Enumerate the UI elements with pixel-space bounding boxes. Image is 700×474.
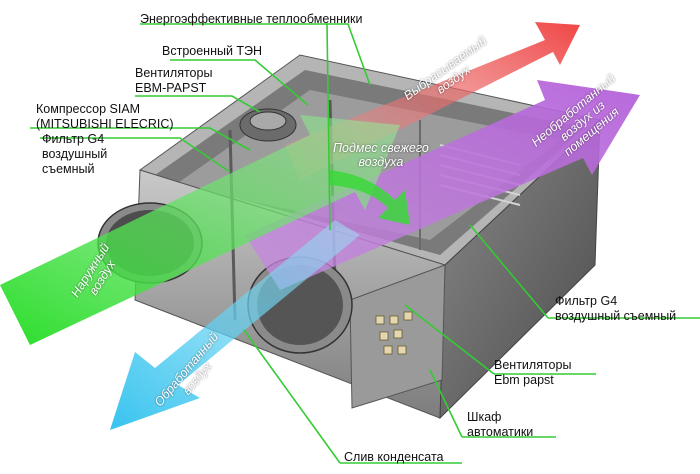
label-heat-exchangers: Энергоэффективные теплообменники xyxy=(140,12,363,26)
label-fans-top: Вентиляторы EBM-PAPST xyxy=(135,66,213,95)
label-heater: Встроенный ТЭН xyxy=(162,44,263,58)
label-filter-right: Фильтр G4 воздушный съемный xyxy=(555,294,677,323)
leader-lines xyxy=(30,23,700,464)
label-compressor: Компрессор SIAM (MITSUBISHI ELECRIC) xyxy=(36,102,174,131)
label-condensate-drain: Слив конденсата xyxy=(344,450,444,464)
flow-label-fresh-air-mix: Подмес свежего воздуха xyxy=(333,141,429,169)
outdoor-air-arrow xyxy=(0,115,400,345)
fresh-air-mix-arrow xyxy=(330,170,410,225)
label-filter-left: Фильтр G4 воздушный съемный xyxy=(42,132,108,176)
treated-air-arrow xyxy=(110,220,360,430)
label-fans-bottom: Вентиляторы Ebm papst xyxy=(494,358,572,387)
label-control-cabinet: Шкаф автоматики xyxy=(467,410,534,439)
